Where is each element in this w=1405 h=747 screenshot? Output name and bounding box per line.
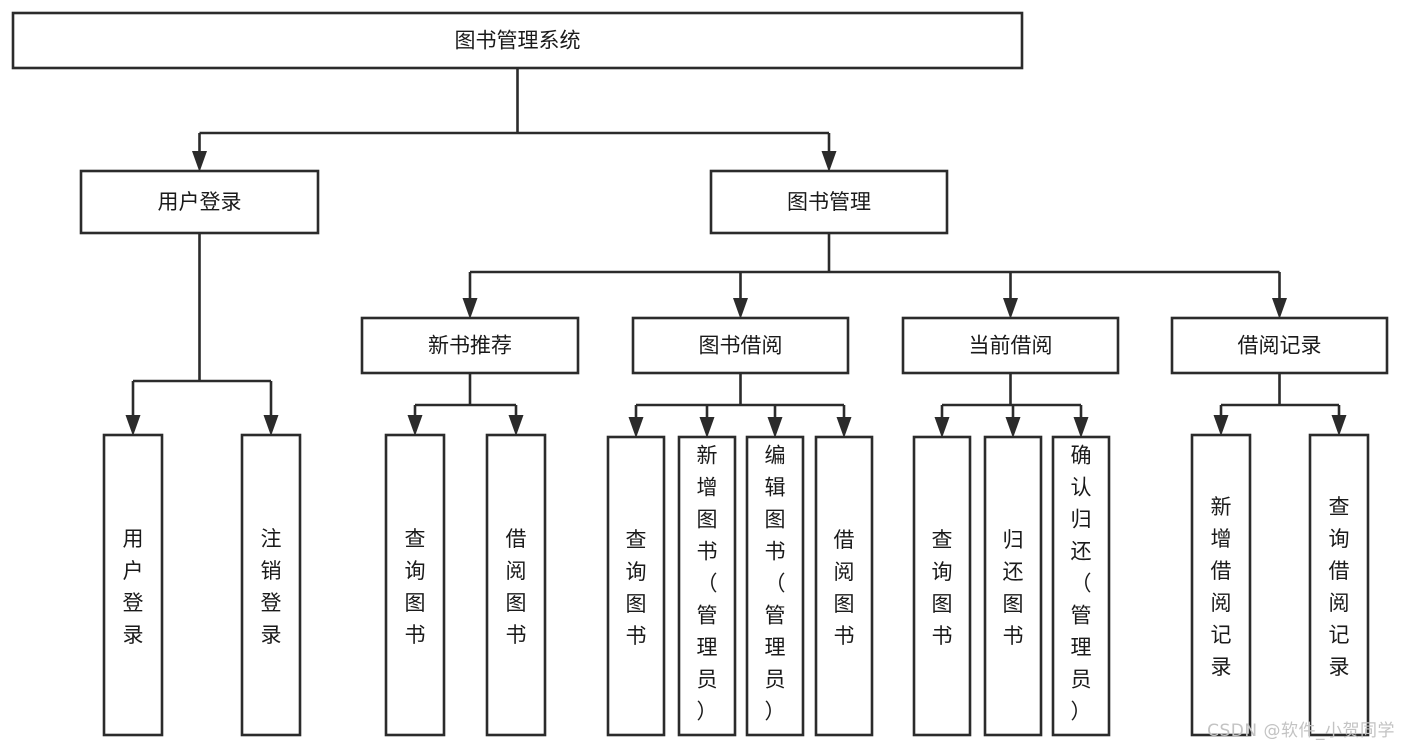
node-label: 图书借阅 [699, 334, 783, 358]
node-new-book-rec[interactable]: 新书推荐 [360, 316, 580, 375]
node-box [1308, 433, 1370, 737]
node-label: 借阅记录 [1238, 334, 1322, 358]
node-box [745, 435, 805, 737]
node-box [983, 435, 1043, 737]
node-box [901, 316, 1120, 375]
node-box [631, 316, 850, 375]
node-label: 查询图书 [932, 528, 953, 648]
node-box [1170, 316, 1389, 375]
node-leaf-query-book-3[interactable]: 查询图书 [912, 435, 972, 737]
arrow-head-icon [934, 417, 950, 438]
node-box [709, 169, 949, 235]
node-box [240, 433, 302, 737]
node-label: 归还图书 [1003, 528, 1024, 648]
edge-group-user-login [125, 233, 279, 436]
arrow-head-icon [699, 417, 715, 438]
edge-group-root [192, 68, 837, 172]
node-label: 确认归还（管理员） [1071, 444, 1092, 724]
node-box [606, 435, 666, 737]
arrow-head-icon [821, 151, 837, 172]
node-box [384, 433, 446, 737]
node-leaf-confirm-return[interactable]: 确认归还（管理员） [1051, 435, 1111, 737]
arrow-head-icon [263, 415, 279, 436]
node-leaf-user-login[interactable]: 用户登录 [102, 433, 164, 737]
arrow-head-icon [767, 417, 783, 438]
node-box [11, 11, 1024, 70]
arrow-head-icon [733, 298, 748, 319]
arrow-head-icon [1272, 298, 1287, 319]
node-box [485, 433, 547, 737]
node-leaf-edit-book[interactable]: 编辑图书（管理员） [745, 435, 805, 737]
node-leaf-add-record[interactable]: 新增借阅记录 [1190, 433, 1252, 737]
node-label: 借阅图书 [506, 527, 527, 647]
node-leaf-query-book-2[interactable]: 查询图书 [606, 435, 666, 737]
arrow-head-icon [628, 417, 644, 438]
node-leaf-logout[interactable]: 注销登录 [240, 433, 302, 737]
node-leaf-return-book[interactable]: 归还图书 [983, 435, 1043, 737]
nodes-layer: 图书管理系统用户登录图书管理新书推荐图书借阅当前借阅借阅记录用户登录注销登录查询… [11, 11, 1389, 737]
arrow-head-icon [508, 415, 524, 436]
arrow-head-icon [1073, 417, 1089, 438]
node-box [360, 316, 580, 375]
node-label: 编辑图书（管理员） [765, 444, 786, 724]
node-box [1190, 433, 1252, 737]
node-book-manage[interactable]: 图书管理 [709, 169, 949, 235]
edges-layer [125, 68, 1347, 438]
arrow-head-icon [1005, 417, 1021, 438]
edge-group-current-borrow [934, 373, 1089, 438]
arrow-head-icon [1213, 415, 1229, 436]
node-leaf-borrow-book-2[interactable]: 借阅图书 [814, 435, 874, 737]
node-box [102, 433, 164, 737]
node-book-borrow[interactable]: 图书借阅 [631, 316, 850, 375]
node-root[interactable]: 图书管理系统 [11, 11, 1024, 70]
node-label: 当前借阅 [969, 334, 1053, 358]
arrow-head-icon [125, 415, 141, 436]
arrow-head-icon [462, 298, 478, 319]
node-user-login[interactable]: 用户登录 [79, 169, 320, 235]
edge-group-book-borrow [628, 373, 852, 438]
edge-group-new-book-rec [407, 373, 524, 436]
node-label: 新增借阅记录 [1211, 495, 1232, 679]
node-current-borrow[interactable]: 当前借阅 [901, 316, 1120, 375]
node-leaf-query-record[interactable]: 查询借阅记录 [1308, 433, 1370, 737]
node-label: 图书管理 [787, 190, 871, 214]
arrow-head-icon [836, 417, 852, 438]
arrow-head-icon [192, 151, 207, 172]
node-box [677, 435, 737, 737]
node-leaf-add-book[interactable]: 新增图书（管理员） [677, 435, 737, 737]
arrow-head-icon [407, 415, 423, 436]
arrow-head-icon [1331, 415, 1347, 436]
node-label: 用户登录 [158, 190, 242, 214]
edge-group-borrow-record [1213, 373, 1347, 436]
node-borrow-record[interactable]: 借阅记录 [1170, 316, 1389, 375]
csdn-watermark: CSDN @软件_小贺同学 [1207, 721, 1395, 741]
node-box [79, 169, 320, 235]
node-label: 用户登录 [123, 527, 144, 647]
node-label: 新书推荐 [428, 334, 512, 358]
node-label: 图书管理系统 [455, 29, 581, 53]
node-leaf-borrow-book-1[interactable]: 借阅图书 [485, 433, 547, 737]
node-leaf-query-book-1[interactable]: 查询图书 [384, 433, 446, 737]
node-label: 新增图书（管理员） [697, 444, 718, 724]
node-label: 注销登录 [261, 527, 282, 647]
node-label: 查询图书 [405, 527, 426, 647]
node-box [814, 435, 874, 737]
node-box [1051, 435, 1111, 737]
node-label: 借阅图书 [834, 528, 855, 648]
node-label: 查询图书 [626, 528, 647, 648]
edge-group-book-manage [462, 233, 1287, 319]
node-box [912, 435, 972, 737]
node-label: 查询借阅记录 [1329, 495, 1350, 679]
arrow-head-icon [1003, 298, 1018, 319]
